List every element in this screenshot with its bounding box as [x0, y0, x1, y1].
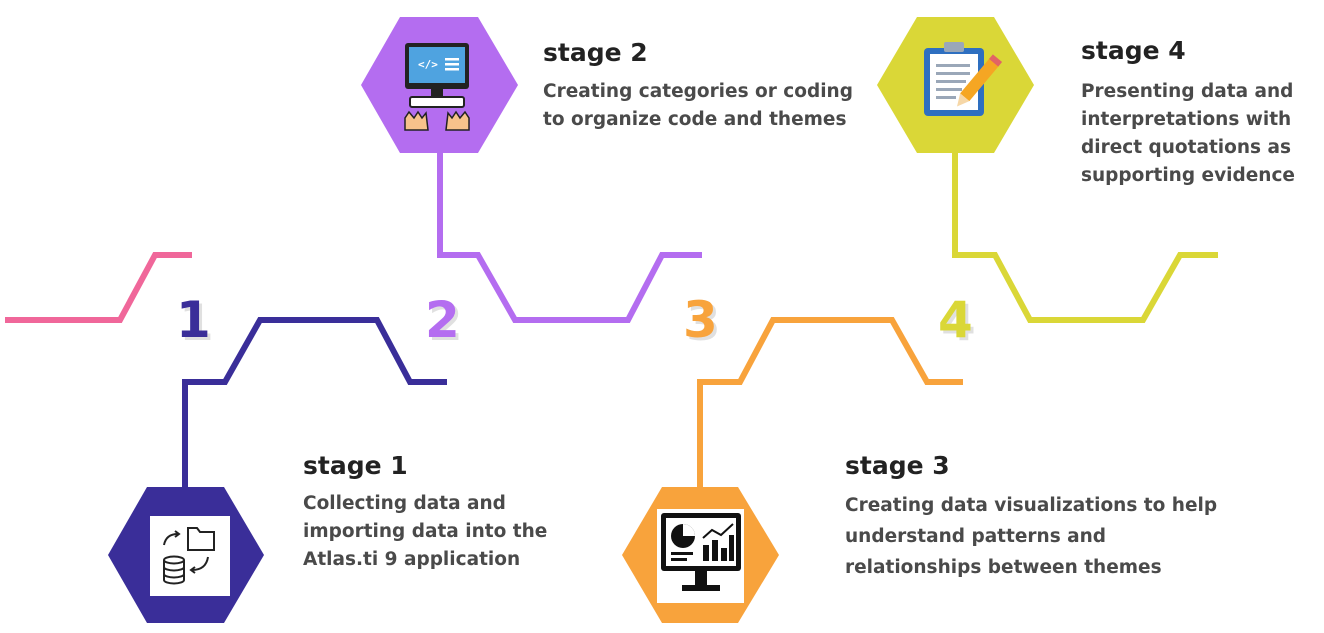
clipboard-pencil-icon [924, 42, 1003, 116]
stage-3-title: stage 3 [845, 451, 950, 480]
database-folder-icon [163, 527, 215, 585]
monitor-analytics-icon [661, 513, 741, 591]
stage-2-number: 2 [425, 291, 460, 349]
stage-3-hexagon [622, 487, 779, 623]
computer-coding-icon: </> [404, 43, 470, 131]
stage-4-line [952, 150, 1218, 323]
stage-2-title: stage 2 [543, 38, 648, 67]
svg-text:</>: </> [418, 58, 438, 71]
stage-3-line [697, 317, 963, 490]
stage-2-line [437, 150, 702, 323]
stage-3-number: 3 [683, 291, 718, 349]
stage-1-line [182, 317, 447, 490]
stage-4-description: Presenting data and interpretations with… [1081, 81, 1295, 186]
stage-1-title: stage 1 [303, 451, 408, 480]
lead-in-line [5, 252, 192, 323]
stage-2-description: Creating categories or coding to organiz… [543, 81, 853, 130]
stage-4-hexagon [877, 17, 1034, 153]
stage-1-description: Collecting data and importing data into … [303, 493, 548, 570]
stage-2-hexagon: </> [361, 17, 518, 153]
stage-4-number: 4 [938, 291, 973, 349]
stage-1-number: 1 [176, 291, 211, 349]
stage-1-hexagon [108, 487, 264, 623]
stage-3-description: Creating data visualizations to help und… [845, 495, 1218, 578]
stage-4-title: stage 4 [1081, 36, 1186, 65]
